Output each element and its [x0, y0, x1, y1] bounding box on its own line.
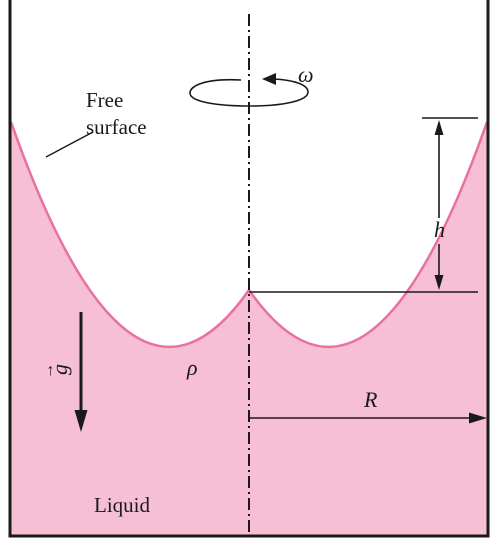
rotation-indicator [189, 78, 309, 107]
free-surface-label-line1: Free [86, 88, 123, 112]
omega-label: ω [298, 62, 314, 87]
rotation-arrowhead [262, 73, 276, 85]
container-walls [8, 0, 490, 538]
free-surface-pointer [45, 131, 94, 158]
h-dimension [249, 117, 478, 293]
h-label: h [434, 217, 445, 242]
g-vector-arrow: → [40, 363, 57, 379]
r-label: R [363, 387, 378, 412]
gravity-arrowhead [74, 410, 88, 432]
h-arrow-top [434, 120, 444, 135]
g-label: g [47, 364, 72, 375]
free-surface-label-line2: surface [86, 115, 147, 139]
h-arrow-bottom [434, 275, 444, 290]
liquid-label: Liquid [94, 493, 150, 517]
r-arrow [469, 412, 487, 424]
rho-label: ρ [186, 355, 198, 380]
